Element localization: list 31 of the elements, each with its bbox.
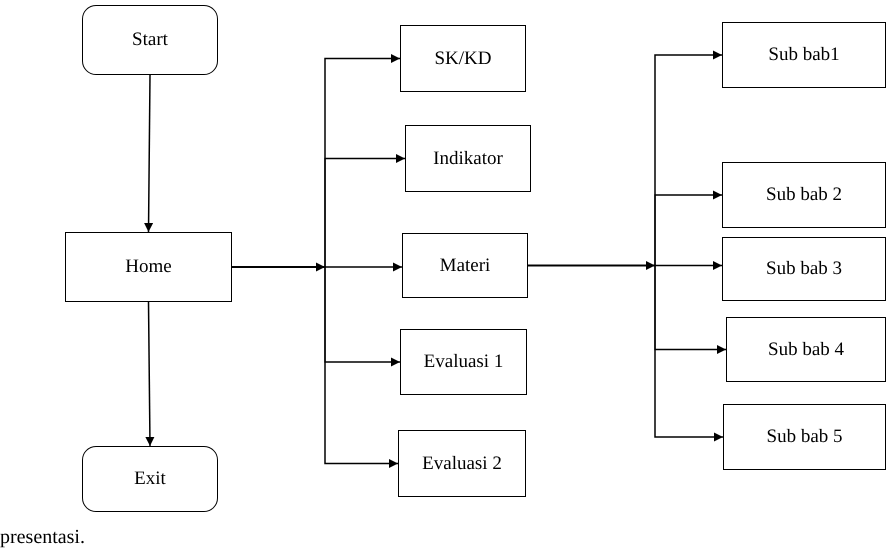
- arrow: [144, 75, 154, 232]
- terminal-box: [82, 446, 218, 512]
- node-label: Exit: [134, 468, 166, 490]
- process-box: [400, 329, 527, 395]
- node-label: Evaluasi 1: [424, 351, 504, 373]
- node-label: Sub bab 3: [766, 258, 842, 280]
- process-box: [400, 25, 526, 92]
- process-box: [722, 22, 886, 88]
- node-label: Sub bab 4: [768, 338, 844, 360]
- node-label: SK/KD: [434, 48, 492, 70]
- node-label: Materi: [440, 254, 490, 276]
- arrow: [528, 264, 723, 442]
- node-label: Sub bab 2: [766, 184, 842, 206]
- process-box: [398, 430, 526, 497]
- arrow: [232, 266, 398, 468]
- process-box: [65, 232, 232, 302]
- node-label: Start: [132, 29, 168, 51]
- node-label: Indikator: [433, 148, 503, 170]
- node-label: Sub bab 5: [766, 426, 842, 448]
- node-label: Home: [125, 256, 172, 278]
- terminal-box: [82, 5, 218, 75]
- text-fragment: presentasi.: [0, 526, 85, 549]
- process-box: [726, 317, 886, 382]
- process-box: [722, 162, 886, 228]
- arrow: [145, 302, 154, 446]
- node-label: Evaluasi 2: [422, 452, 502, 474]
- node-label: Sub bab1: [768, 44, 840, 66]
- process-box: [722, 237, 886, 301]
- process-box: [723, 404, 886, 470]
- process-box: [405, 125, 531, 192]
- process-box: [402, 233, 528, 298]
